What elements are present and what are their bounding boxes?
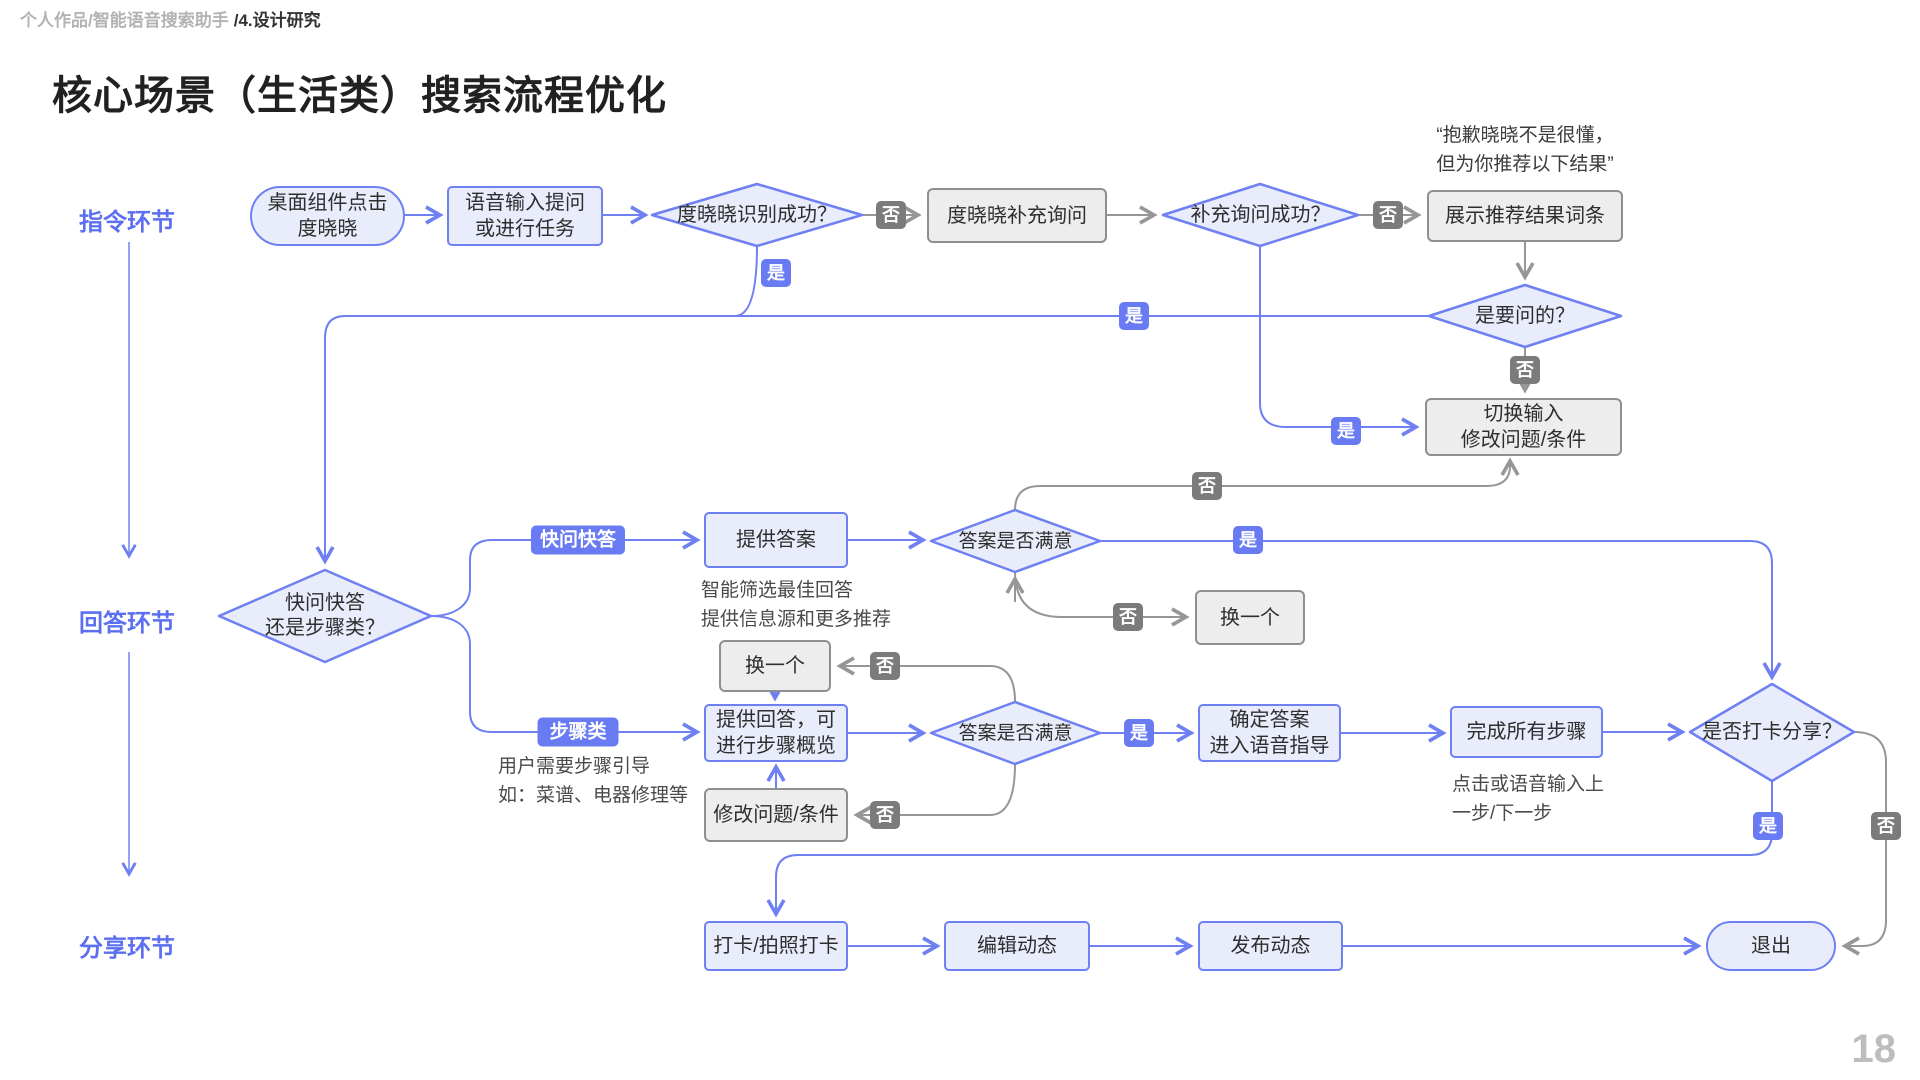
node-provide-reply: 提供回答，可 进行步骤概览	[704, 704, 848, 762]
decision-type-line1: 快问快答	[285, 592, 365, 614]
page-title: 核心场景（生活类）搜索流程优化	[52, 74, 667, 118]
node-provide-reply-line1: 提供回答，可	[716, 709, 836, 731]
annotation-steps-note: 点击或语音输入上 一步/下一步	[1452, 770, 1604, 828]
node-switch-input-line2: 修改问题/条件	[1460, 429, 1587, 451]
decision-satisfy1-shape	[929, 508, 1102, 574]
node-publish-post-label: 发布动态	[1230, 935, 1311, 957]
node-modify-question-label: 修改问题/条件	[713, 804, 839, 826]
node-exit-label: 退出	[1751, 935, 1791, 957]
badge-no-supplement: 否	[1373, 201, 1403, 229]
badge-no-satisfy1-loop: 否	[1192, 472, 1222, 500]
decision-intended: 是要问的？	[1429, 285, 1621, 347]
badge-yes-intended: 是	[1331, 417, 1361, 445]
badge-no-satisfy2-modify: 否	[870, 801, 900, 829]
annotation-answer-note: 智能筛选最佳回答 提供信息源和更多推荐	[701, 576, 891, 634]
node-exit: 退出	[1706, 921, 1836, 971]
decision-intended-shape	[1427, 283, 1623, 349]
node-confirm-answer-line1: 确定答案	[1229, 709, 1310, 731]
node-edit-post: 编辑动态	[944, 921, 1090, 971]
decision-supplement-label: 补充询问成功？	[1190, 203, 1331, 226]
badge-no-satisfy2-change: 否	[870, 652, 900, 680]
page-number: 18	[1851, 1027, 1897, 1071]
annotation-answer-note-line1: 智能筛选最佳回答	[701, 580, 854, 601]
annotation-steps-note-line1: 点击或语音输入上	[1452, 774, 1605, 795]
node-voice-input-line1: 语音输入提问	[465, 192, 585, 214]
decision-share-label: 是否打卡分享？	[1702, 721, 1842, 743]
node-confirm-answer-line2: 进入语音指导	[1209, 735, 1330, 757]
node-supplement-label: 度晓晓补充询问	[947, 204, 1087, 227]
badge-no-recognize: 否	[876, 201, 906, 229]
node-change-answer: 换一个	[1195, 590, 1305, 645]
node-checkin-label: 打卡/拍照打卡	[713, 935, 839, 957]
decision-supplement: 补充询问成功？	[1163, 184, 1358, 246]
decision-satisfy2: 答案是否满意	[931, 702, 1100, 764]
badge-no-share: 否	[1871, 812, 1901, 840]
node-voice-input: 语音输入提问 或进行任务	[447, 186, 603, 246]
badge-branch-step: 步骤类	[537, 717, 619, 747]
badge-yes-supplement: 是	[1119, 302, 1149, 330]
decision-intended-label: 是要问的？	[1475, 304, 1575, 327]
badge-yes-satisfy1: 是	[1233, 526, 1263, 554]
node-modify-question: 修改问题/条件	[704, 788, 848, 842]
node-start-line1: 桌面组件点击	[267, 192, 388, 214]
decision-satisfy2-label: 答案是否满意	[958, 722, 1073, 744]
node-provide-reply-line2: 进行步骤概览	[716, 735, 836, 757]
node-provide-answer-label: 提供答案	[736, 529, 816, 551]
annotation-step-note-line2: 如：菜谱、电器修理等	[498, 785, 689, 806]
annotation-steps-note-line2: 一步/下一步	[1452, 803, 1553, 824]
stage-label-command: 指令环节	[79, 209, 175, 236]
node-voice-input-line2: 或进行任务	[475, 218, 575, 240]
stage-label-answer: 回答环节	[79, 610, 175, 637]
node-supplement: 度晓晓补充询问	[927, 188, 1107, 243]
decision-supplement-shape	[1161, 182, 1360, 248]
badge-yes-satisfy2: 是	[1124, 719, 1154, 747]
breadcrumb: 个人作品/智能语音搜索助手/4.设计研究	[20, 6, 321, 31]
annotation-step-note: 用户需要步骤引导 如：菜谱、电器修理等	[498, 752, 688, 810]
node-change-reply: 换一个	[719, 640, 831, 692]
badge-no-satisfy1-change: 否	[1113, 603, 1143, 631]
badge-no-intended: 否	[1510, 356, 1540, 384]
node-show-results-label: 展示推荐结果词条	[1445, 205, 1605, 227]
node-change-answer-label: 换一个	[1220, 606, 1280, 629]
annotation-sorry-quote-line1: “抱歉晓晓不是很懂，	[1436, 125, 1614, 146]
decision-satisfy1-label: 答案是否满意	[958, 530, 1073, 552]
node-change-reply-label: 换一个	[745, 655, 805, 677]
node-complete-steps-label: 完成所有步骤	[1466, 721, 1587, 743]
node-start: 桌面组件点击 度晓晓	[250, 186, 405, 246]
decision-type: 快问快答 还是步骤类？	[219, 570, 431, 662]
node-provide-answer: 提供答案	[704, 512, 848, 568]
decision-recognize-label: 度晓晓识别成功？	[677, 203, 837, 226]
badge-branch-fast: 快问快答	[530, 525, 626, 555]
node-switch-input: 切换输入 修改问题/条件	[1425, 398, 1622, 456]
node-switch-input-line1: 切换输入	[1483, 403, 1564, 425]
annotation-step-note-line1: 用户需要步骤引导	[498, 756, 651, 777]
node-show-results: 展示推荐结果词条	[1427, 190, 1623, 242]
node-confirm-answer: 确定答案 进入语音指导	[1198, 704, 1341, 762]
decision-satisfy2-shape	[929, 700, 1102, 766]
node-complete-steps: 完成所有步骤	[1450, 706, 1603, 758]
decision-recognize-shape	[650, 182, 864, 248]
decision-type-line2: 还是步骤类？	[265, 617, 385, 639]
badge-yes-share: 是	[1753, 812, 1783, 840]
annotation-sorry-quote-line2: 但为你推荐以下结果”	[1436, 154, 1614, 175]
breadcrumb-current: /4.设计研究	[233, 11, 321, 30]
decision-share-shape	[1688, 682, 1856, 783]
node-checkin: 打卡/拍照打卡	[704, 921, 848, 971]
annotation-sorry-quote: “抱歉晓晓不是很懂， 但为你推荐以下结果”	[1436, 121, 1613, 179]
breadcrumb-path: 个人作品/智能语音搜索助手	[20, 11, 229, 30]
node-edit-post-label: 编辑动态	[977, 935, 1057, 957]
badge-yes-recognize: 是	[761, 259, 791, 287]
annotation-answer-note-line2: 提供信息源和更多推荐	[701, 609, 892, 630]
decision-recognize: 度晓晓识别成功？	[652, 184, 862, 246]
stage-label-share: 分享环节	[79, 935, 175, 962]
decision-satisfy1: 答案是否满意	[931, 510, 1100, 572]
decision-share: 是否打卡分享？	[1690, 684, 1854, 781]
node-publish-post: 发布动态	[1198, 921, 1343, 971]
decision-type-shape	[217, 568, 433, 664]
node-start-line2: 度晓晓	[297, 218, 358, 240]
